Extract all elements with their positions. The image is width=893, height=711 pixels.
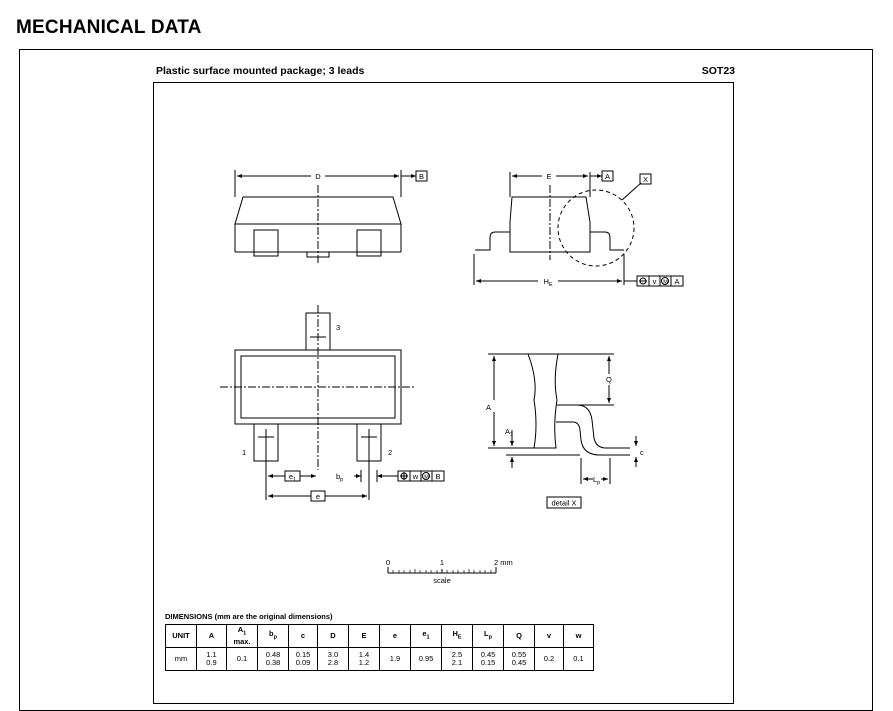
tol-w-label: w <box>412 472 419 481</box>
dim-Lp-label: Lp <box>593 475 600 486</box>
header-HE: HE <box>441 624 473 648</box>
top-view <box>220 305 445 502</box>
dim-bp-label: bp <box>336 472 343 483</box>
tol-M2-label: M <box>424 475 429 481</box>
tol-M-label: M <box>663 280 668 286</box>
dimensions-title: DIMENSIONS (mm are the original dimensio… <box>165 612 333 621</box>
package-code: SOT23 <box>701 65 735 77</box>
dim-E-label: E <box>546 172 551 181</box>
header-e: e <box>379 624 411 648</box>
header-e1: e1 <box>410 624 442 648</box>
cell-e1: 0.95 <box>410 647 442 671</box>
dim-D-label: D <box>315 172 321 181</box>
cell-v: 0.2 <box>534 647 564 671</box>
scale-label: scale <box>433 576 451 585</box>
dim-e1-label: e1 <box>289 472 296 483</box>
dim-HE-label: HE <box>543 277 552 288</box>
cell-e: 1.9 <box>379 647 411 671</box>
end-view <box>473 170 684 287</box>
header-Q: Q <box>503 624 535 648</box>
header-D: D <box>317 624 349 648</box>
scale-tick-0: 0 <box>386 558 390 567</box>
header-unit: UNIT <box>165 624 197 648</box>
pin2-label: 2 <box>388 448 392 457</box>
header-c: c <box>288 624 318 648</box>
dim-e-label: e <box>316 492 320 501</box>
detail-x-view <box>488 353 638 509</box>
header-Lp: Lp <box>472 624 504 648</box>
tol-B-label: B <box>435 472 440 481</box>
header-E: E <box>348 624 380 648</box>
page-heading: MECHANICAL DATA <box>16 17 202 38</box>
package-drawing: D B E A X HE v M A 3 1 2 e1 bp w M B e Q… <box>220 170 684 585</box>
cell-A1: 0.1 <box>226 647 258 671</box>
package-title: Plastic surface mounted package; 3 leads <box>156 65 365 77</box>
pin3-label: 3 <box>336 323 340 332</box>
detail-X-ref-label: X <box>643 175 648 184</box>
pin1-label: 1 <box>242 448 246 457</box>
dim-A-label: A <box>486 403 491 412</box>
dim-c-label: c <box>640 448 644 457</box>
header-v: v <box>534 624 564 648</box>
header-bp: bp <box>257 624 289 648</box>
tol-v-label: v <box>653 277 657 286</box>
side-view <box>234 170 428 263</box>
cell-unit: mm <box>165 647 197 671</box>
dim-Q-label: Q <box>606 375 612 384</box>
dim-A1-label: A1 <box>505 427 513 438</box>
cell-w: 0.1 <box>563 647 594 671</box>
tol-A-label: A <box>674 277 679 286</box>
scale-tick-2: 2 mm <box>494 558 513 567</box>
datum-B-label: B <box>419 172 424 181</box>
datum-A-label: A <box>605 172 610 181</box>
detail-x-label: detail X <box>551 499 576 508</box>
scale-bar <box>387 567 497 574</box>
header-A: A <box>196 624 227 648</box>
header-w: w <box>563 624 594 648</box>
scale-tick-1: 1 <box>440 558 444 567</box>
